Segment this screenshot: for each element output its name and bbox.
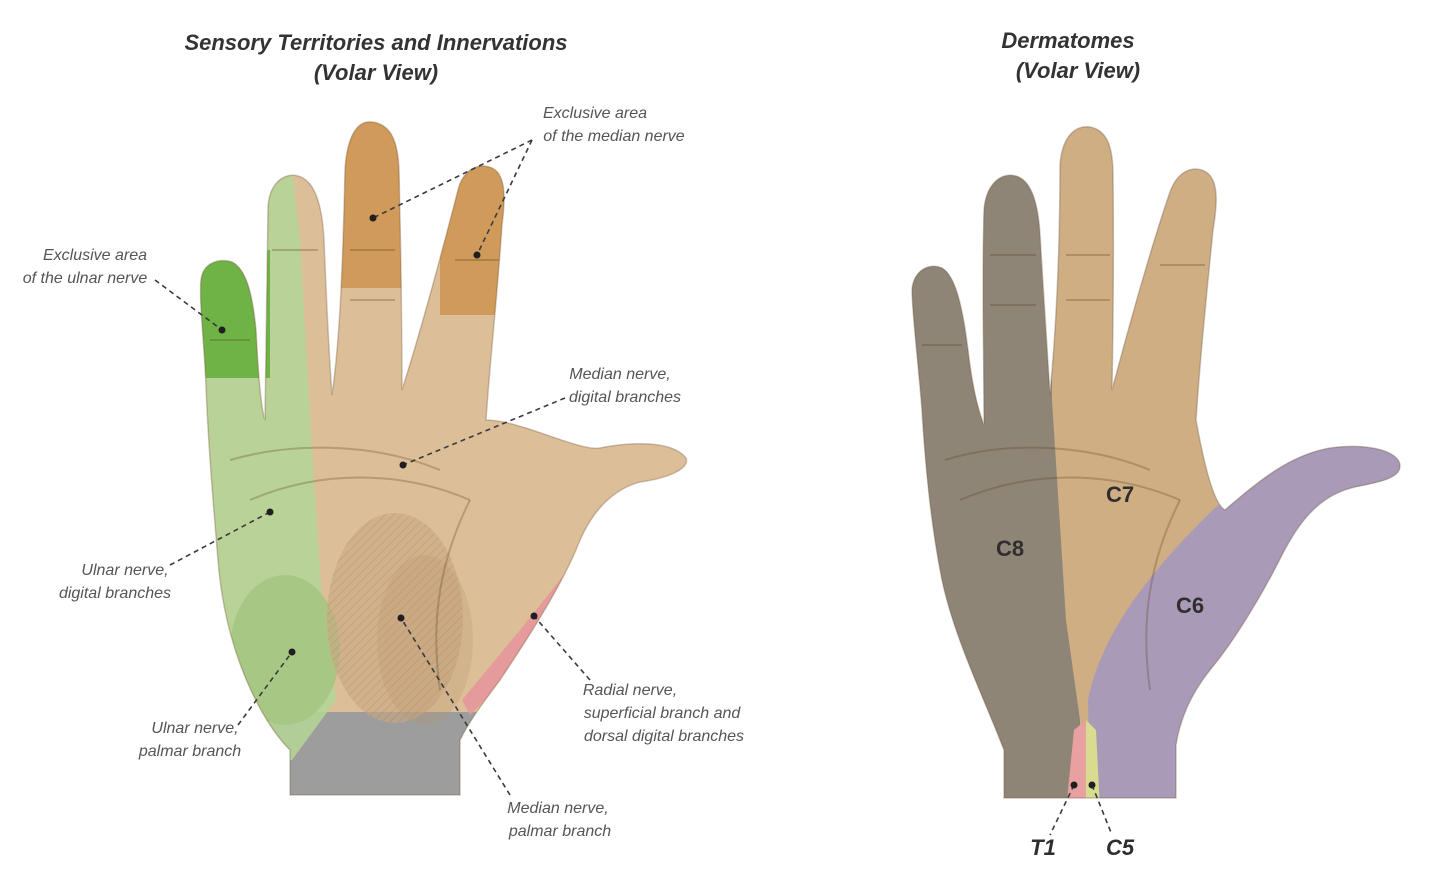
svg-text:digital branches: digital branches [59,585,171,602]
right-title-line2: (Volar View) [1016,58,1140,83]
label-c5: C5 [1106,835,1135,860]
ulnar-palmar-region [230,575,340,725]
right-hand-illustration [911,126,1401,799]
annotation-median-digital: Median nerve, digital branches [399,366,681,469]
annotation-ulnar-digital: Ulnar nerve, digital branches [59,508,274,602]
svg-text:dorsal digital branches: dorsal digital branches [584,728,744,745]
label-t1-group: T1 [1030,781,1078,860]
label-t1: T1 [1030,835,1056,860]
label-c8: C8 [996,536,1024,561]
median-exclusive-region-index [440,150,520,315]
svg-text:of the median nerve: of the median nerve [543,128,685,145]
svg-text:Median nerve,: Median nerve, [507,800,608,817]
annotation-exclusive-median: Exclusive area of the median nerve [369,105,685,259]
left-title-line1: Sensory Territories and Innervations [184,30,567,55]
svg-text:Exclusive area: Exclusive area [43,247,147,264]
svg-text:Exclusive area: Exclusive area [543,105,647,122]
annotation-exclusive-ulnar: Exclusive area of the ulnar nerve [23,247,226,334]
left-title-line2: (Volar View) [314,60,438,85]
right-title-line1: Dermatomes [1001,28,1134,53]
svg-text:Ulnar nerve,: Ulnar nerve, [151,720,238,737]
right-panel: Dermatomes (Volar View) C7 C8 [911,28,1401,860]
svg-text:palmar branch: palmar branch [508,823,611,840]
svg-text:of the ulnar nerve: of the ulnar nerve [23,270,148,287]
svg-text:digital branches: digital branches [569,389,681,406]
annotation-radial: Radial nerve, superficial branch and dor… [530,612,744,745]
label-c7: C7 [1106,482,1134,507]
left-panel: Sensory Territories and Innervations (Vo… [23,30,744,840]
svg-text:Radial nerve,: Radial nerve, [583,682,677,699]
c8-region [912,126,1080,799]
label-c5-group: C5 [1088,781,1135,860]
c5-region [1086,720,1100,799]
svg-text:superficial branch and: superficial branch and [584,705,742,722]
svg-text:Median nerve,: Median nerve, [569,366,670,383]
svg-text:palmar branch: palmar branch [138,743,241,760]
svg-text:Ulnar nerve,: Ulnar nerve, [81,562,168,579]
t1-region [1066,720,1086,799]
annotation-median-palmar: Median nerve, palmar branch [397,614,611,840]
label-c6: C6 [1176,593,1204,618]
annotation-ulnar-palmar: Ulnar nerve, palmar branch [138,648,296,760]
